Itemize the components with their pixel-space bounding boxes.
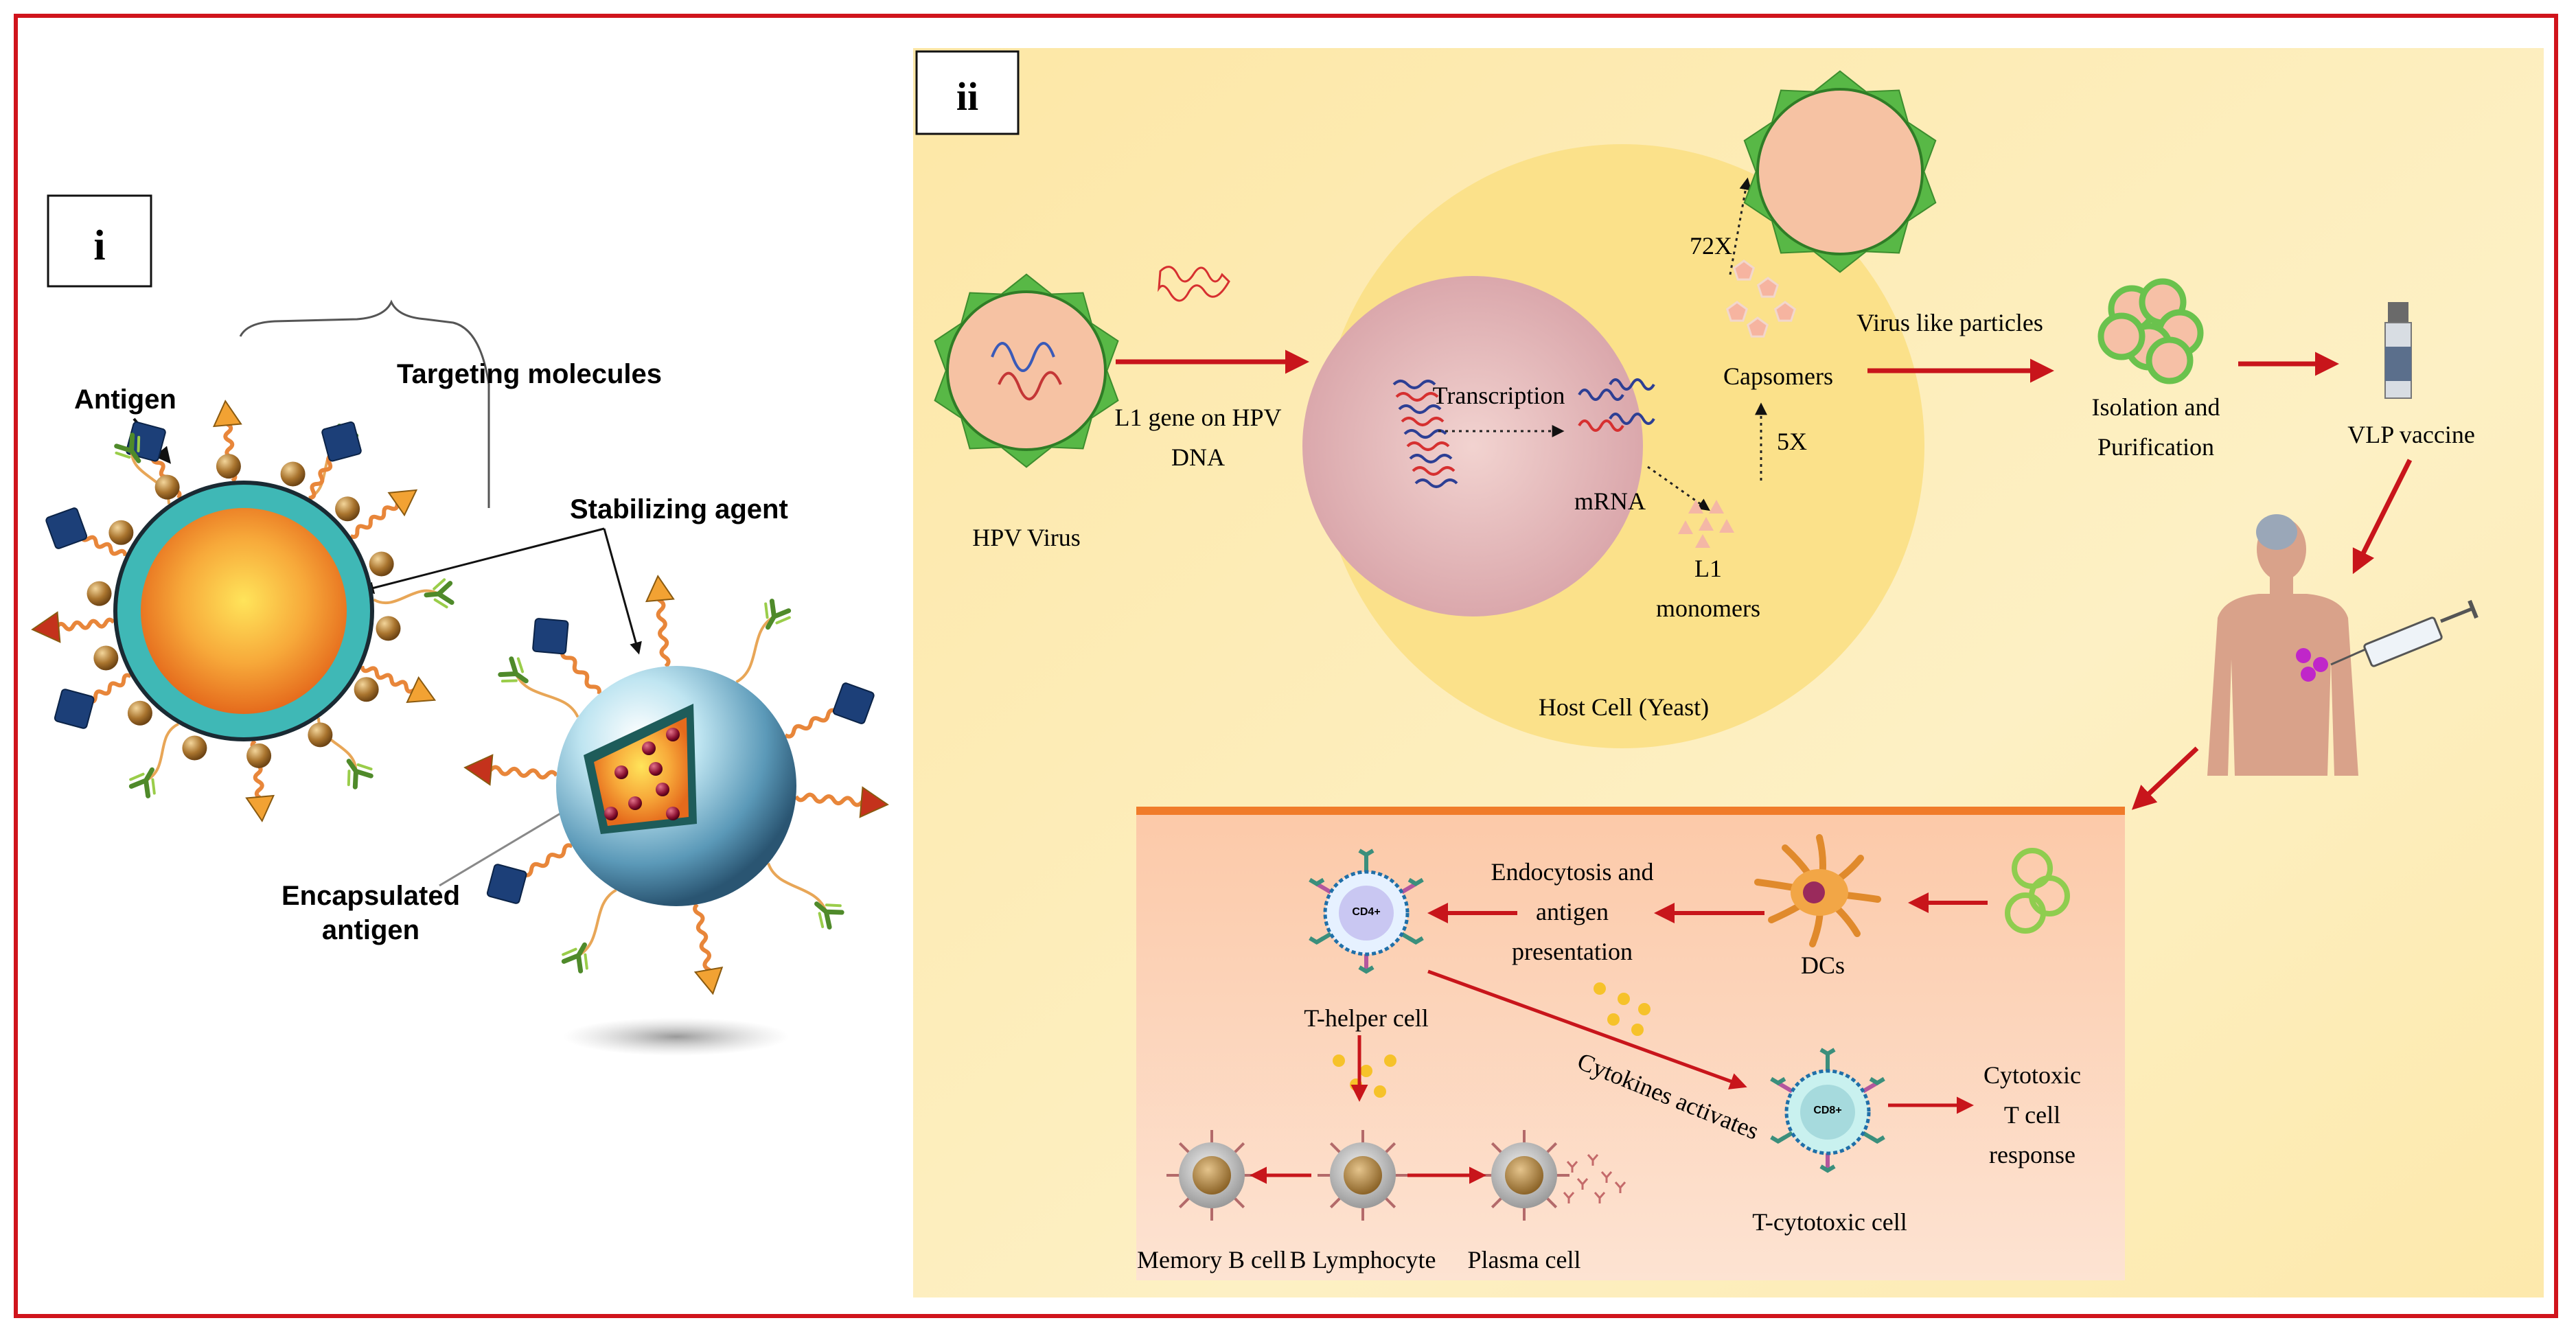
- arrow-thelper-to-tcyto: [1427, 969, 1747, 1089]
- stabilizing-pointer-2: [603, 528, 642, 655]
- cytotoxic-response-label-2: T cell: [2004, 1101, 2060, 1129]
- mrna-icon: [1578, 378, 1655, 432]
- patient-silhouette-icon: [2207, 514, 2358, 776]
- endocytosis-label-2: antigen: [1536, 898, 1609, 925]
- cytotoxic-response-label-1: Cytotoxic: [1983, 1061, 2081, 1089]
- arrow-person-to-immune: [2131, 746, 2199, 810]
- t-helper-cell-icon: [1309, 849, 1424, 974]
- cd8-label: CD8+: [1813, 1105, 1841, 1116]
- cytotoxic-response-label-3: response: [1989, 1141, 2075, 1168]
- endocytosis-label-3: presentation: [1512, 938, 1633, 965]
- isolation-label-2: Purification: [2097, 433, 2214, 461]
- hpv-virus-label: HPV Virus: [972, 524, 1081, 551]
- vlp-vaccine-label: VLP vaccine: [2347, 421, 2475, 448]
- antigen-label: Antigen: [74, 384, 176, 415]
- arrow-capsomers-to-vlp: [1729, 177, 1752, 275]
- mrna-label: mRNA: [1574, 487, 1646, 515]
- encapsulated-label-2: antigen: [322, 915, 419, 945]
- immune-box-top-bar: [1136, 807, 2125, 815]
- endocytosis-label-1: Endocytosis and: [1491, 858, 1654, 886]
- stabilizing-pointer-1: [361, 527, 605, 595]
- plasma-cell-label: Plasma cell: [1468, 1246, 1581, 1273]
- figure-border: [14, 14, 2558, 1318]
- purified-vlp-cluster-icon: [2097, 278, 2204, 384]
- capsomers-icon: [1725, 259, 1797, 338]
- nanoparticle-shadow: [563, 1017, 790, 1056]
- nanoparticle-right: [463, 575, 889, 995]
- nanoparticle-left: [31, 400, 455, 822]
- capsomers-label: Capsomers: [1723, 362, 1833, 390]
- secreted-antibodies-icon: [1563, 1154, 1626, 1203]
- host-dna-icon: [1392, 380, 1458, 488]
- l1-gene-label-2: DNA: [1171, 443, 1225, 471]
- panel-ii-label-box: [915, 50, 1020, 135]
- targeting-molecules-label: Targeting molecules: [397, 359, 662, 389]
- l1-gene-label-1: L1 gene on HPV: [1115, 404, 1282, 431]
- t-cytotoxic-cell-icon: [1770, 1048, 1885, 1173]
- arrow-vaccine-to-person: [2352, 459, 2413, 575]
- seventy-two-x-label: 72X: [1690, 232, 1732, 259]
- b-cell-row: [1166, 1130, 1569, 1221]
- panel-ii-label: ii: [956, 74, 978, 119]
- vlp-particle-icon: [1743, 70, 1937, 273]
- dcs-label: DCs: [1801, 951, 1845, 979]
- syringe-icon: [2330, 599, 2479, 667]
- stabilizing-agent-label: Stabilizing agent: [570, 494, 788, 524]
- small-vlp-icon: [2005, 848, 2070, 934]
- encapsulated-label-1: Encapsulated: [281, 881, 460, 911]
- t-helper-label: T-helper cell: [1304, 1004, 1429, 1032]
- targeting-brace: [239, 299, 490, 508]
- host-cell-label: Host Cell (Yeast): [1539, 693, 1709, 721]
- panel-i-label-box: [47, 194, 152, 288]
- virus-like-particles-label: Virus like particles: [1856, 309, 2043, 336]
- cd4-label: CD4+: [1352, 906, 1380, 918]
- hpv-virus-icon: [934, 273, 1119, 468]
- panel-i: i Targeting molecules Antigen Stabilizin…: [31, 194, 889, 1056]
- isolation-label-1: Isolation and: [2092, 393, 2220, 421]
- t-cytotoxic-label: T-cytotoxic cell: [1752, 1208, 1907, 1236]
- panel-ii: ii HPV Virus L1 gene on HPV DNA Transcri…: [913, 48, 2544, 1297]
- vaccine-vial-icon: [2384, 302, 2412, 399]
- l1-gene-dna-icon: [1158, 266, 1230, 302]
- memory-b-label: Memory B cell: [1137, 1246, 1287, 1273]
- b-lymphocyte-label: B Lymphocyte: [1290, 1246, 1436, 1273]
- panel-i-label: i: [93, 222, 105, 269]
- l1-monomers-label-2: monomers: [1656, 595, 1760, 622]
- five-x-label: 5X: [1777, 428, 1807, 455]
- dendritic-cell-icon: [1754, 834, 1881, 947]
- l1-monomers-icon: [1678, 500, 1734, 548]
- arrow-mrna-to-monomers: [1647, 465, 1710, 511]
- host-cell-nucleus: [1302, 276, 1643, 616]
- transcription-label: Transcription: [1433, 382, 1565, 409]
- cytokine-dots-middle: [1594, 982, 1651, 1036]
- l1-monomers-label-1: L1: [1694, 555, 1722, 582]
